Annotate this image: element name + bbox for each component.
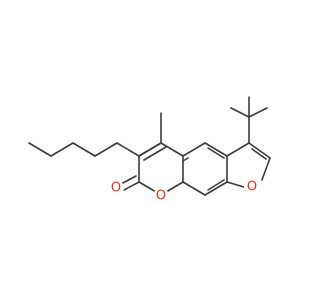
bond xyxy=(207,147,225,159)
bond xyxy=(248,142,271,159)
bond xyxy=(182,181,206,196)
bond xyxy=(94,142,118,157)
atom-label-layer: O O O xyxy=(108,179,260,204)
bond xyxy=(120,175,137,185)
bond xyxy=(143,146,167,161)
bond xyxy=(204,181,228,196)
label-background xyxy=(153,188,169,204)
bond xyxy=(123,181,140,191)
bond xyxy=(261,157,271,181)
carbonyl-oxygen-label: O xyxy=(111,181,121,196)
bond xyxy=(160,142,184,157)
bond xyxy=(116,142,140,157)
label-background xyxy=(108,180,124,196)
bond xyxy=(72,142,96,157)
bond xyxy=(28,142,52,157)
furan-oxygen-label: O xyxy=(247,180,257,195)
bond xyxy=(248,107,268,118)
bond xyxy=(251,148,267,160)
bond-layer xyxy=(28,96,271,196)
bond xyxy=(207,179,225,191)
bond xyxy=(50,142,74,157)
bond xyxy=(204,142,228,157)
bond xyxy=(182,157,189,162)
label-background xyxy=(244,179,260,195)
bond xyxy=(230,107,250,118)
ring-oxygen-label: O xyxy=(156,189,166,204)
bond xyxy=(226,181,245,188)
bond xyxy=(182,142,206,157)
molecule-structure: O O O xyxy=(28,96,271,204)
bond xyxy=(138,142,162,157)
bond xyxy=(226,142,250,157)
